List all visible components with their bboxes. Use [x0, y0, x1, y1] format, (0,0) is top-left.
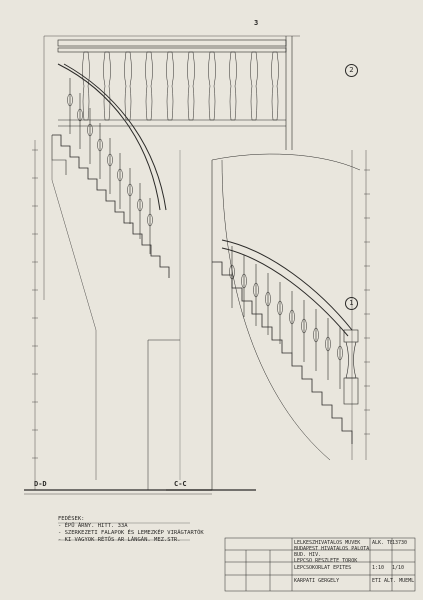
drawing-lines	[24, 35, 367, 541]
baluster-vase	[67, 93, 73, 107]
baluster-vase	[289, 309, 295, 325]
steps-left	[52, 134, 170, 278]
steps-right	[212, 261, 353, 444]
section-label-left: D-D	[34, 480, 47, 488]
baluster-vase	[229, 264, 235, 280]
notes-line-1: - ÉPÜ ÁRNY. HITT. 33A	[58, 523, 128, 529]
baluster	[271, 51, 279, 121]
notes-block: FEDÉSEK: - ÉPÜ ÁRNY. HITT. 33A - SZERKEZ…	[58, 516, 204, 544]
tb-drawing: LÉPCSŐ RÉSZLETE TÖRÖK	[294, 558, 358, 564]
baluster	[124, 51, 132, 121]
baluster-vase	[147, 213, 153, 227]
left-stringer	[51, 135, 67, 175]
detail-marker-baluster: 2	[345, 64, 358, 77]
detail-marker-newel: 1	[345, 297, 358, 310]
baluster-vase	[313, 327, 319, 343]
baluster-vase	[301, 318, 307, 334]
baluster-vase	[277, 300, 283, 316]
dimension-lines	[32, 149, 370, 459]
tb-client: LELKÉSZHIVATALOS MŰVEK	[294, 540, 361, 546]
baluster-vase	[97, 138, 103, 152]
baluster-vase	[137, 198, 143, 212]
baluster	[103, 51, 111, 121]
stair-profile	[52, 134, 170, 278]
tb-sheet-no: 13730	[392, 540, 408, 546]
notes-line-3: - KI VAGYOK RÉTŐS AR LÁNGÁN. MEZ.STR.	[58, 537, 181, 543]
baluster-vase	[87, 123, 93, 137]
baluster-vase	[265, 291, 271, 307]
baluster-vase	[325, 336, 331, 352]
notes-line-2: - SZERKEZETI FALAPOK ÉS LEMEZKÉP VIRÁGTA…	[58, 530, 204, 536]
baluster	[187, 51, 195, 121]
baluster-vase	[253, 282, 259, 298]
baluster	[229, 51, 237, 121]
baluster	[82, 51, 90, 121]
title-block: LELKÉSZHIVATALOS MŰVEK BUDAPEST HIVATALO…	[225, 538, 415, 591]
balusters-left	[67, 78, 153, 254]
notes-heading: FEDÉSEK:	[58, 516, 85, 522]
section-label-right: C-C	[174, 480, 187, 488]
tb-object: BUD. HIV.	[294, 552, 322, 558]
baluster	[208, 51, 216, 121]
baluster-vase	[77, 108, 83, 122]
baluster	[166, 51, 174, 121]
tb-project: BUDAPEST HIVATALOS PALOTA	[294, 546, 370, 552]
balusters-right	[229, 246, 343, 389]
tb-subject: LÉPCSŐKORLÁT ÉPÍTÉS	[294, 565, 352, 571]
tb-institute: ÉTI ALT. MŰEMLÉKTÁR INTÉZET	[372, 578, 414, 584]
handrail-curve-left	[57, 63, 161, 211]
title-block-frame	[224, 537, 416, 592]
baluster-row	[82, 51, 279, 121]
tb-scale: 1:10	[372, 565, 385, 571]
baluster-vase	[107, 153, 113, 167]
baluster-vase	[127, 183, 133, 197]
tb-author: KÁRPÁTI GERGELY	[294, 578, 340, 584]
baluster-vase	[337, 345, 343, 361]
baluster-vase	[241, 273, 247, 289]
baluster	[250, 51, 258, 121]
stair-profile	[212, 261, 353, 444]
baluster	[145, 51, 153, 121]
baluster-vase	[117, 168, 123, 182]
section-mark: 3	[254, 19, 259, 27]
tb-sheet-info: 1/10	[392, 565, 405, 571]
newel-post	[343, 329, 359, 405]
tb-drawing-no: ALK. TERV	[372, 540, 392, 546]
